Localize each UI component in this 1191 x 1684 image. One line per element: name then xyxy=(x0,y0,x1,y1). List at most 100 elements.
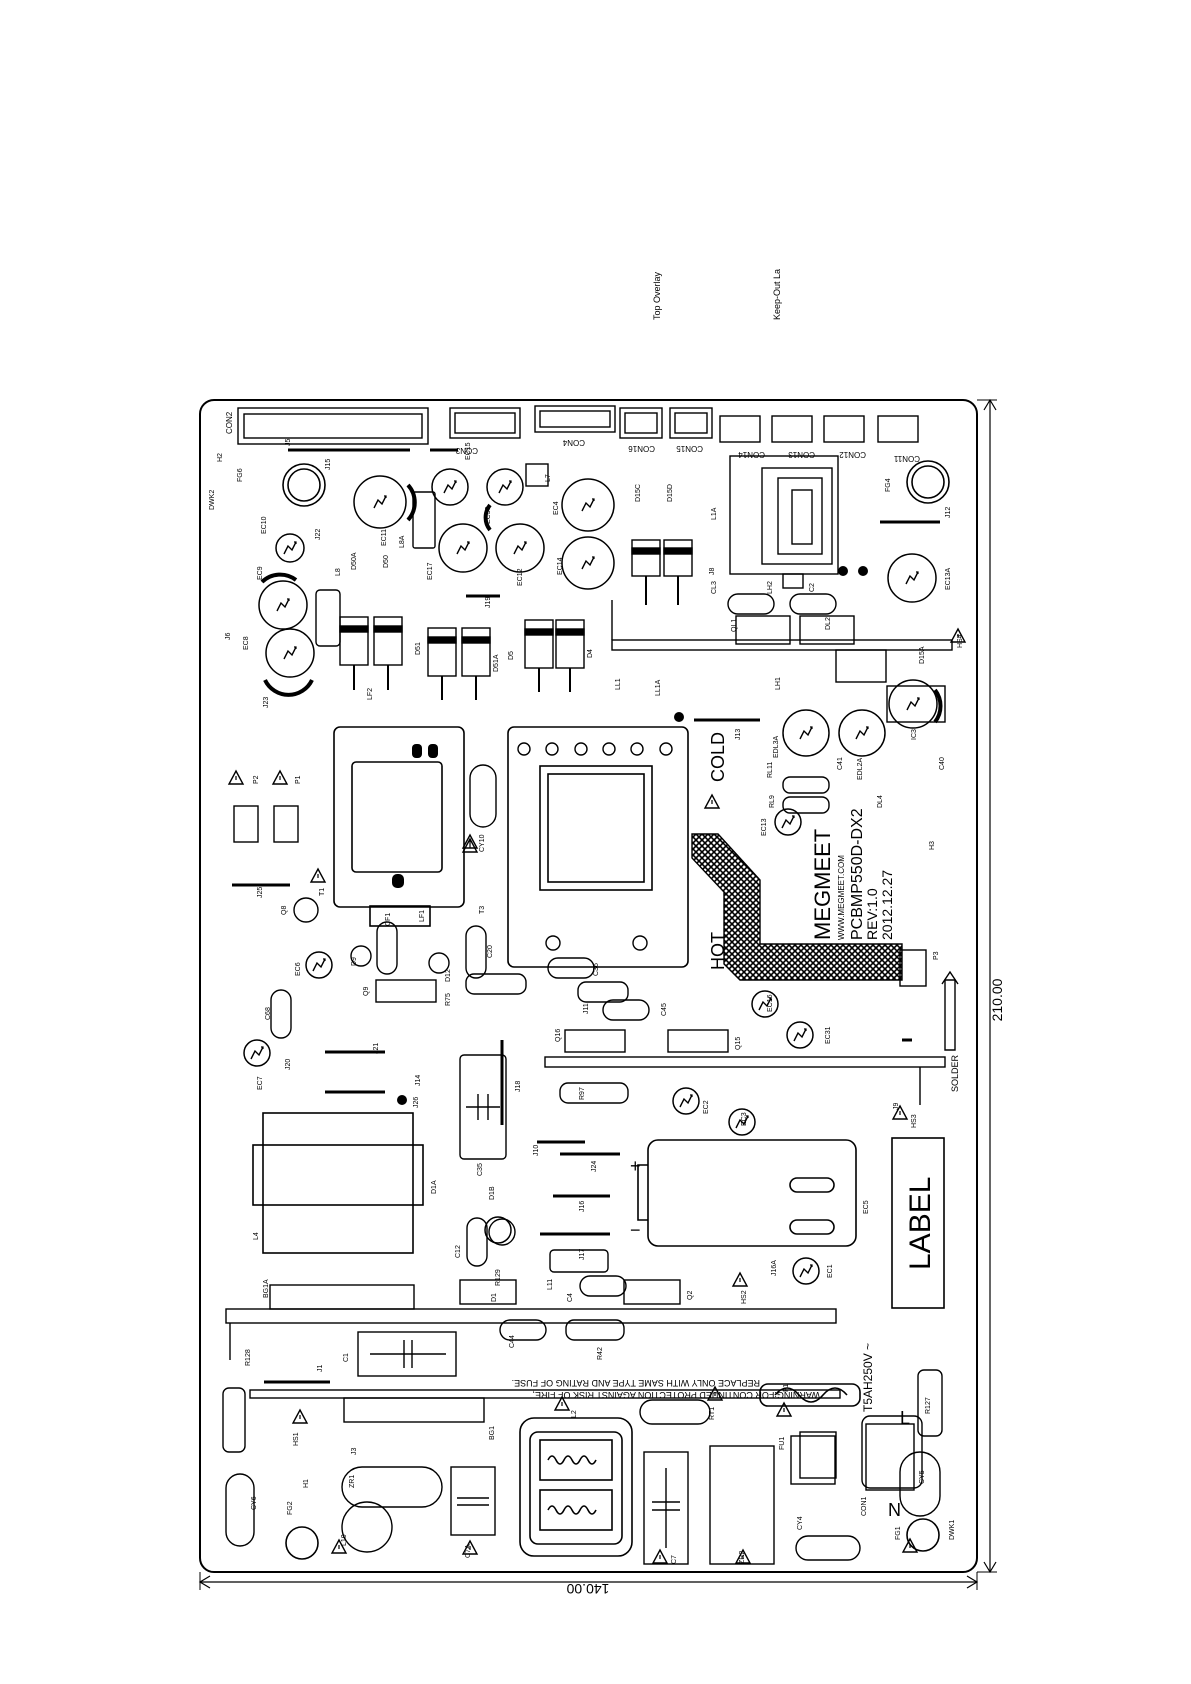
pad-marker xyxy=(428,744,438,758)
designator-dl4: DL4 xyxy=(877,795,884,808)
designator-d12: D12 xyxy=(445,969,452,982)
designator-ec15: EC15 xyxy=(465,442,472,460)
designator-l4: L4 xyxy=(253,1232,260,1240)
designator-j1: J1 xyxy=(317,1365,324,1373)
designator-c1: C1 xyxy=(343,1353,350,1362)
designator-l10: L10 xyxy=(341,1534,348,1546)
designator-cy5: CY5 xyxy=(919,1470,926,1484)
designator-c35: C35 xyxy=(477,1163,484,1176)
transformer-pins xyxy=(517,742,673,951)
mounting-holes xyxy=(282,460,950,1560)
capacitor-symbols xyxy=(370,1094,680,1548)
designator-j25: J25 xyxy=(257,887,264,898)
designator-d15a: D15A xyxy=(919,646,926,664)
legend-keep-out: Keep-Out La xyxy=(772,269,782,320)
designator-d15d: D15D xyxy=(667,484,674,502)
warning-line-1: WARNING:FOR CONTINUED PROTECTION AGAINST… xyxy=(532,1390,820,1400)
designator-q15: Q15 xyxy=(735,1037,742,1050)
designator-con1: CON1 xyxy=(861,1496,868,1516)
label-area xyxy=(891,1137,945,1309)
designator-l11: L11 xyxy=(547,1279,554,1290)
designator-c44: C44 xyxy=(509,1335,516,1348)
designator-j16: J16 xyxy=(579,1201,586,1212)
cold-label: COLD xyxy=(708,732,728,782)
designator-j21: J21 xyxy=(373,1043,380,1054)
transformer-t1 xyxy=(333,726,465,927)
designator-hs1: HS1 xyxy=(293,1432,300,1446)
designator-dwk2: DWK2 xyxy=(209,490,216,510)
connector-label-con12: CON12 xyxy=(839,450,866,459)
designator-cy6: CY6 xyxy=(251,1496,258,1510)
designator-p2: P2 xyxy=(253,775,260,784)
designator-ec12: EC12 xyxy=(517,568,524,586)
small-components xyxy=(293,897,516,1553)
designator-c7a: C7A xyxy=(465,1544,472,1558)
designator-j19: J19 xyxy=(485,597,492,608)
designator-rl9: RL9 xyxy=(769,795,776,808)
designator-ec13a: EC13A xyxy=(945,567,952,590)
designator-ec16: EC16 xyxy=(767,994,774,1012)
designator-d51a: D51A xyxy=(493,654,500,672)
designator-d15c: D15C xyxy=(635,484,642,502)
designator-ec3: EC3 xyxy=(741,1112,748,1126)
brand-model: PCBMP550D-DX2 xyxy=(849,808,866,940)
designator-d50a: D50A xyxy=(351,552,358,570)
designator-j8: J8 xyxy=(709,568,716,576)
pad-marker xyxy=(412,744,422,758)
designator-j13: J13 xyxy=(735,729,742,740)
connector-label-con16: CON16 xyxy=(628,444,655,453)
designator-ec14: EC14 xyxy=(557,557,564,575)
designator-ec6: EC6 xyxy=(295,962,302,976)
designator-d1: D1 xyxy=(491,1293,498,1302)
designator-h3: H3 xyxy=(929,841,936,850)
dimension-height: 210.00 xyxy=(977,398,1005,1574)
solder-label: SOLDER xyxy=(950,1054,960,1092)
designator-rt1: RT1 xyxy=(709,1407,716,1420)
designator-ql1: QL1 xyxy=(731,619,738,632)
dot-marker xyxy=(838,566,848,576)
designator-ll1: LL1 xyxy=(615,678,622,690)
board-outline xyxy=(199,399,978,1573)
warning-line-2: REPLACE ONLY WITH SAME TYPE AND RATING O… xyxy=(512,1378,760,1388)
designator-j15: J15 xyxy=(325,459,332,470)
designator-l8a: L8A xyxy=(399,535,406,548)
designator-lf2: LF2 xyxy=(367,688,374,700)
designator-d1a: D1A xyxy=(431,1180,438,1194)
electrolytic-capacitors xyxy=(243,468,938,1285)
designator-q9: Q9 xyxy=(363,987,370,996)
designator-dwk1: DWK1 xyxy=(949,1520,956,1540)
connector-label-con3: CON3 xyxy=(455,446,478,455)
brand-date: 2012.12.27 xyxy=(879,870,895,940)
designator-j22: J22 xyxy=(315,529,322,540)
designator-ec8: EC8 xyxy=(243,636,250,650)
designator-ll1a: LL1A xyxy=(655,679,662,696)
designator-j26: J26 xyxy=(413,1097,420,1108)
designator-ec4: EC4 xyxy=(553,501,560,515)
designator-h1: H1 xyxy=(303,1479,310,1488)
pad-marker xyxy=(392,874,404,888)
designator-ec10: EC10 xyxy=(261,516,268,534)
designator-j20: J20 xyxy=(285,1059,292,1070)
fuse-rating-label: T5AH250V ~ xyxy=(861,1343,875,1412)
ec5-minus-sign: − xyxy=(630,1220,641,1240)
designator-q8: Q8 xyxy=(281,906,288,915)
designator-c68: C68 xyxy=(265,1007,272,1020)
designator-j16a: J16A xyxy=(771,1260,778,1276)
dimension-width-label: 140.00 xyxy=(566,1581,609,1597)
connector-label-con11: CON11 xyxy=(893,454,920,463)
brand-revision: REV:1.0 xyxy=(864,888,880,940)
dot-marker xyxy=(397,1095,407,1105)
designator-t3: T3 xyxy=(479,906,486,914)
transformer-l4 xyxy=(252,1112,424,1254)
designator-l2: L2 xyxy=(571,1410,578,1418)
connector-label-con2: CON2 xyxy=(225,411,234,434)
designator-zr1: ZR1 xyxy=(349,1475,356,1488)
designator-r42: R42 xyxy=(597,1347,604,1360)
warning-triangle-icons xyxy=(228,628,966,1564)
designator-j6: J6 xyxy=(225,633,232,641)
silkscreen-lines xyxy=(232,448,940,1384)
designator-bg1a: BG1A xyxy=(263,1279,270,1298)
connector-label-con15: CON15 xyxy=(676,444,703,453)
dimension-height-label: 210.00 xyxy=(989,978,1005,1021)
